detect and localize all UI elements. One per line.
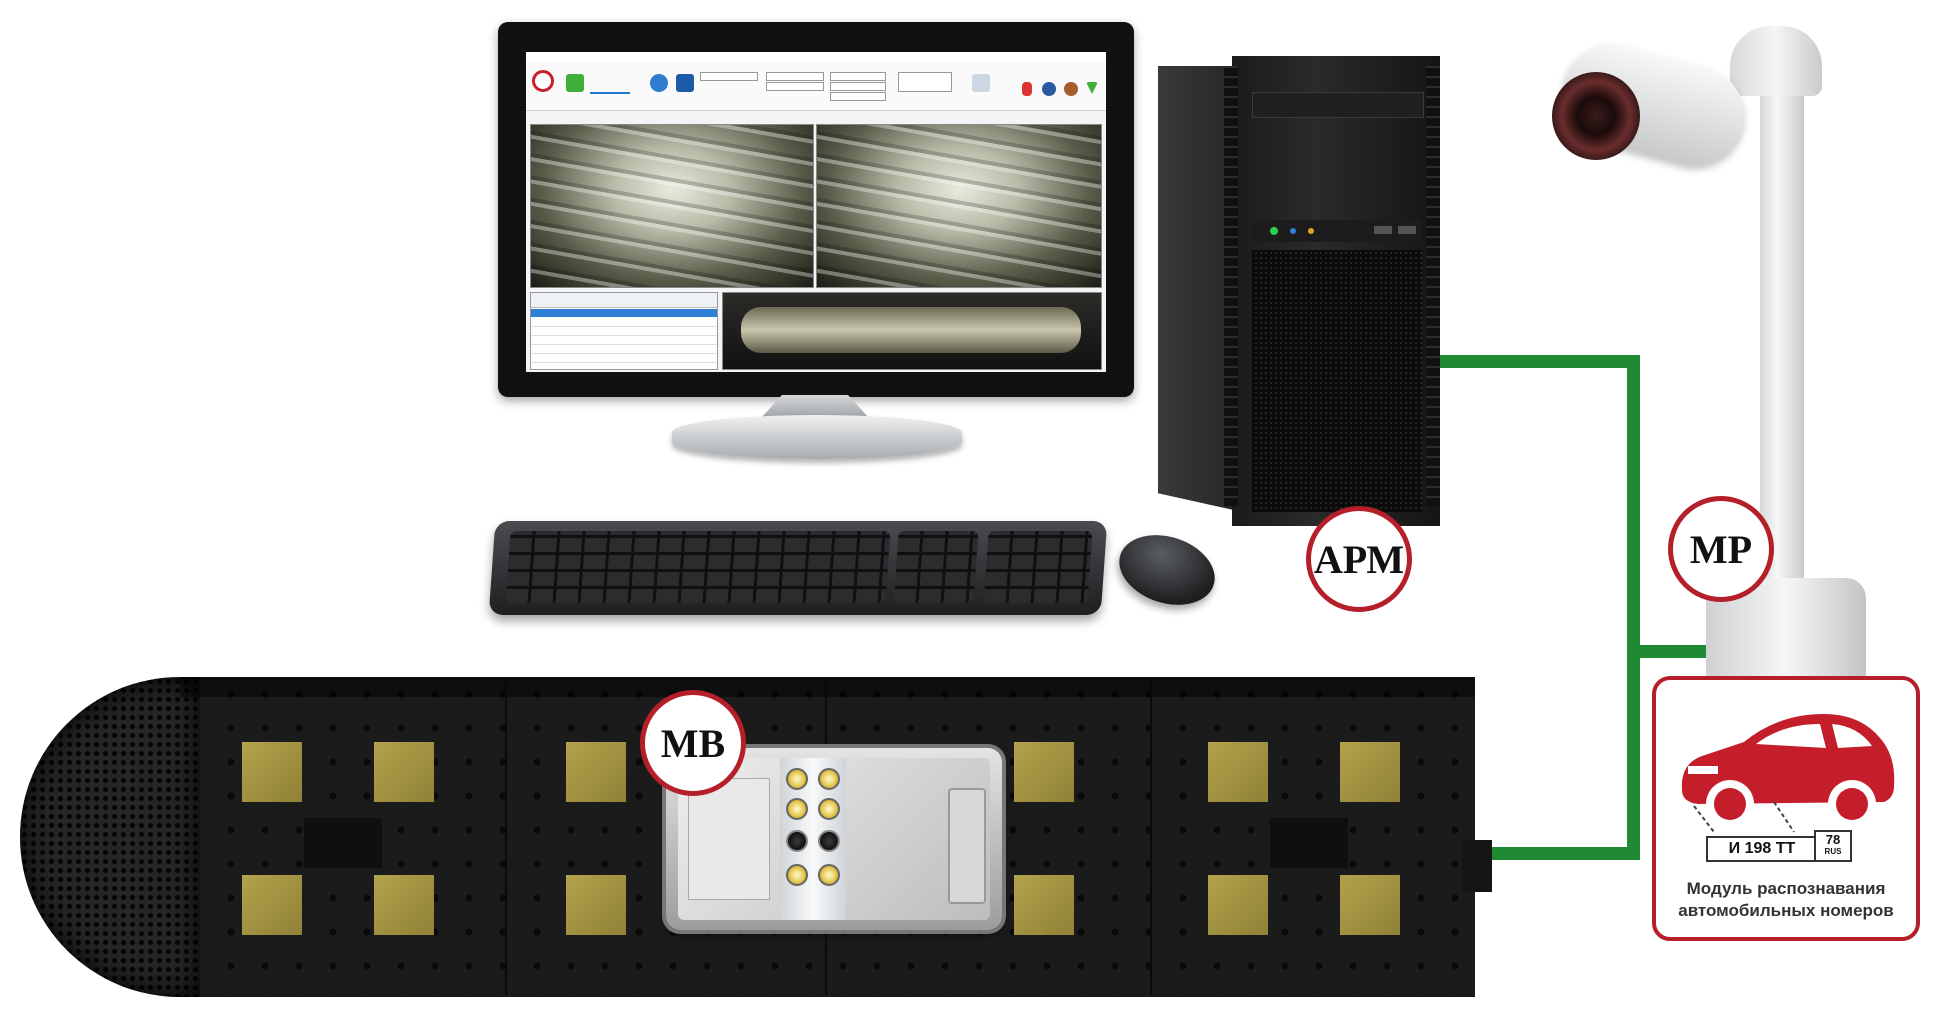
camera-lens-icon	[786, 830, 808, 852]
license-plate-main: И 198 ТТ	[1706, 836, 1818, 862]
ramp-connector-tab	[1462, 840, 1492, 892]
led-icon	[818, 798, 840, 820]
monitor-screen	[526, 52, 1106, 372]
ramp-pad	[1208, 875, 1268, 935]
ramp-seam	[505, 680, 507, 995]
ramp-pad	[374, 742, 434, 802]
ramp-pad	[1340, 875, 1400, 935]
camera-bracket	[1730, 26, 1822, 96]
usb-port	[1374, 226, 1392, 234]
ramp-seam	[1150, 680, 1152, 995]
app-logo-icon	[532, 70, 554, 92]
keyboard-main-keys	[505, 531, 891, 603]
table-row	[531, 327, 717, 336]
refresh-icon	[650, 74, 668, 92]
camera-lens	[1552, 72, 1640, 160]
wire-to-mv	[1475, 847, 1640, 860]
monitor-stand-base	[672, 415, 962, 459]
records-table	[530, 292, 718, 370]
toolbar-field	[830, 82, 886, 91]
tower-vent-column	[1224, 66, 1238, 506]
mouse-icon	[1110, 523, 1224, 617]
app-toolbar	[526, 62, 1106, 111]
records-table-header	[531, 293, 717, 308]
wire-arm-top	[1440, 355, 1640, 368]
underbody-scan-view	[722, 292, 1102, 370]
table-row	[531, 336, 717, 345]
ramp-end-cap	[20, 677, 200, 997]
activity-led	[1290, 228, 1296, 234]
tower-vent-column	[1426, 66, 1440, 506]
led-icon	[786, 768, 808, 790]
table-row	[531, 345, 717, 354]
underbody-scan-image	[741, 307, 1081, 353]
lpr-caption-line2: автомобильных номеров	[1678, 901, 1894, 920]
ramp-clamp	[1270, 818, 1348, 868]
wifi-icon	[1086, 82, 1098, 94]
camera-view-right	[816, 124, 1102, 288]
user-icon	[1064, 82, 1078, 96]
thermometer-icon	[1022, 82, 1032, 96]
ramp-pad	[242, 875, 302, 935]
toolbar-field	[898, 72, 952, 92]
mv-module-plate	[678, 758, 990, 920]
keyboard-icon	[488, 521, 1108, 615]
label-arm: АРМ	[1306, 506, 1412, 612]
camera-lens-icon	[818, 830, 840, 852]
led-icon	[818, 768, 840, 790]
toolbar-caption-line	[590, 78, 630, 94]
search-icon	[972, 74, 990, 92]
toolbar-field	[830, 72, 886, 81]
toolbar-field	[766, 82, 824, 91]
table-row	[531, 354, 717, 363]
ramp-pad	[1208, 742, 1268, 802]
toolbar-field	[766, 72, 824, 81]
connection-icon	[1042, 82, 1056, 96]
camera-view-left	[530, 124, 814, 288]
power-led	[1270, 227, 1278, 235]
wire-to-mr	[1627, 645, 1707, 658]
ramp-top-edge	[180, 677, 1475, 697]
camera-view-texture	[531, 125, 813, 287]
usb-port	[1398, 226, 1416, 234]
label-mr: МР	[1668, 496, 1774, 602]
mv-sensor-strip	[780, 758, 846, 920]
ramp-pad	[1340, 742, 1400, 802]
keyboard-nav-keys	[893, 531, 979, 603]
ramp-clamp	[304, 818, 382, 868]
tower-front-grille	[1252, 250, 1422, 512]
lpr-caption: Модуль распознавания автомобильных номер…	[1662, 878, 1910, 922]
ramp-pad	[1014, 742, 1074, 802]
front-io-panel	[1252, 220, 1422, 242]
plate-region-number: 78	[1825, 832, 1841, 847]
table-row-selected	[531, 309, 717, 317]
license-plate-region: 78 RUS	[1814, 830, 1852, 862]
ramp-pad	[374, 875, 434, 935]
optical-drive-bay	[1252, 92, 1424, 118]
mv-connector-cover	[948, 788, 986, 904]
lpr-caption-line1: Модуль распознавания	[1686, 879, 1886, 898]
toolbar-field	[830, 92, 886, 101]
save-icon	[676, 74, 694, 92]
wire-vertical	[1627, 355, 1640, 860]
car-icon	[1681, 714, 1895, 833]
led-icon	[786, 798, 808, 820]
ramp-pad	[1014, 875, 1074, 935]
hdd-led	[1308, 228, 1314, 234]
table-row	[531, 318, 717, 327]
plate-country: RUS	[1824, 847, 1842, 856]
ramp-pad	[242, 742, 302, 802]
ramp-pad	[566, 875, 626, 935]
label-mv: МВ	[640, 690, 746, 796]
keyboard-numpad	[983, 531, 1093, 603]
ramp-pad	[566, 742, 626, 802]
camera-view-texture	[817, 125, 1101, 287]
led-icon	[818, 864, 840, 886]
check-icon	[566, 74, 584, 92]
toolbar-field	[700, 72, 758, 81]
led-icon	[786, 864, 808, 886]
mv-side-panel	[688, 778, 770, 900]
